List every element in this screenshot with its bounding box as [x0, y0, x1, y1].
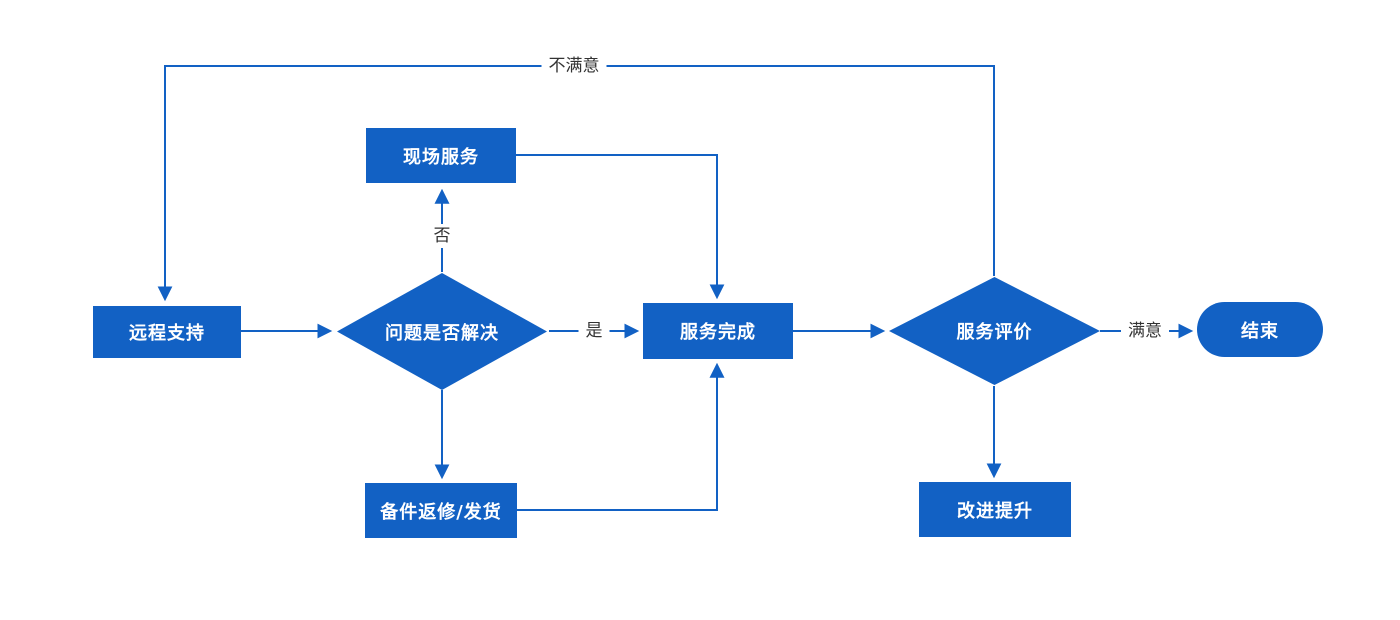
node-end-terminator[interactable]: 结束 [1197, 302, 1323, 357]
node-improvement-label: 改进提升 [957, 500, 1033, 522]
node-improvement[interactable]: 改进提升 [919, 482, 1071, 537]
edge-label-yes: 是 [578, 319, 610, 343]
node-onsite-service[interactable]: 现场服务 [366, 128, 516, 183]
node-service-complete-label: 服务完成 [680, 322, 756, 343]
node-spare-parts-label: 备件返修/发货 [380, 501, 502, 523]
node-remote-support-label: 远程支持 [129, 323, 205, 344]
edge-label-no: 否 [426, 224, 458, 248]
node-service-evaluation-label: 服务评价 [956, 322, 1033, 343]
edge-label-not-satisfied: 不满意 [541, 54, 607, 78]
node-remote-support[interactable]: 远程支持 [93, 306, 241, 358]
node-service-complete[interactable]: 服务完成 [643, 303, 793, 359]
node-end-label: 结束 [1241, 320, 1279, 342]
node-onsite-service-label: 现场服务 [403, 146, 479, 168]
node-problem-solved-label: 问题是否解决 [385, 322, 499, 344]
node-spare-parts[interactable]: 备件返修/发货 [365, 483, 517, 538]
edge-label-satisfied: 满意 [1121, 319, 1169, 343]
